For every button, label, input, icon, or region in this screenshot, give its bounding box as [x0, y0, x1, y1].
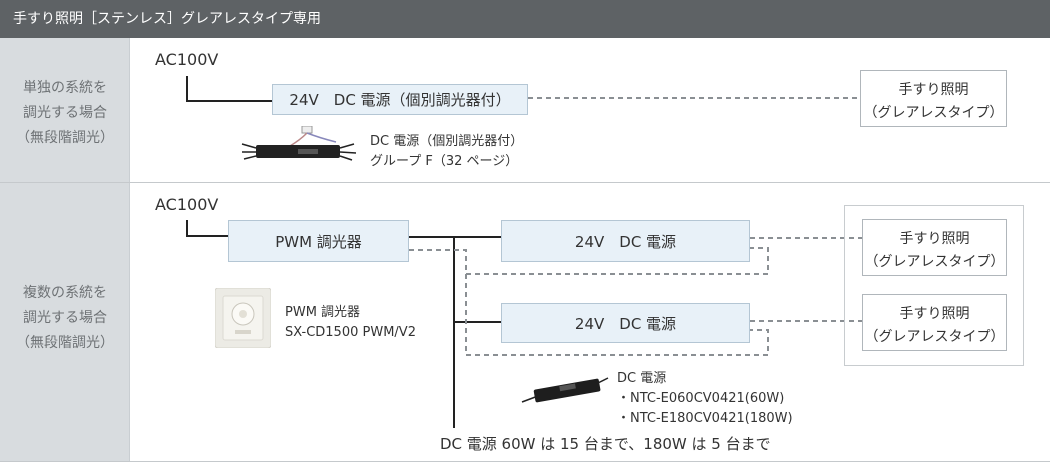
- page-title: 手すり照明［ステンレス］グレアレスタイプ専用: [13, 11, 321, 27]
- power-supply-note-multi: DC 電源 ・NTC-E060CV0421(60W) ・NTC-E180CV04…: [617, 371, 793, 426]
- handrail-light-group-frame: [844, 205, 1024, 366]
- power-supply-box-single: 24V DC 電源（個別調光器付）: [272, 84, 528, 115]
- label-column: [0, 38, 130, 462]
- pwm-dimmer-box: PWM 調光器: [228, 220, 409, 262]
- handrail-light-box-1: 手すり照明 （グレアレスタイプ）: [862, 219, 1007, 276]
- dc-power-supply-image: [521, 377, 609, 403]
- power-supply-note-single: DC 電源（個別調光器付） グループ F（32 ページ）: [370, 134, 524, 169]
- ac-label-single: AC100V: [155, 50, 219, 69]
- capacity-note: DC 電源 60W は 15 台まで、180W は 5 台まで: [440, 435, 771, 453]
- power-supply-box-1: 24V DC 電源: [501, 220, 750, 262]
- section-label-single: 単独の系統を 調光する場合 （無段階調光）: [16, 80, 114, 146]
- handrail-light-box-2: 手すり照明 （グレアレスタイプ）: [862, 294, 1007, 351]
- pwm-dimmer-note: PWM 調光器 SX-CD1500 PWM/V2: [285, 305, 416, 340]
- handrail-light-box-single: 手すり照明 （グレアレスタイプ）: [860, 70, 1007, 127]
- section-divider: [0, 182, 1050, 183]
- ac-label-multi: AC100V: [155, 195, 219, 214]
- pwm-dimmer-image: [215, 288, 271, 348]
- dc-power-supply-dimmer-image: [241, 126, 357, 161]
- power-supply-box-2: 24V DC 電源: [501, 303, 750, 343]
- section-label-multi: 複数の系統を 調光する場合 （無段階調光）: [16, 285, 114, 351]
- header-bar: 手すり照明［ステンレス］グレアレスタイプ専用: [0, 0, 1050, 38]
